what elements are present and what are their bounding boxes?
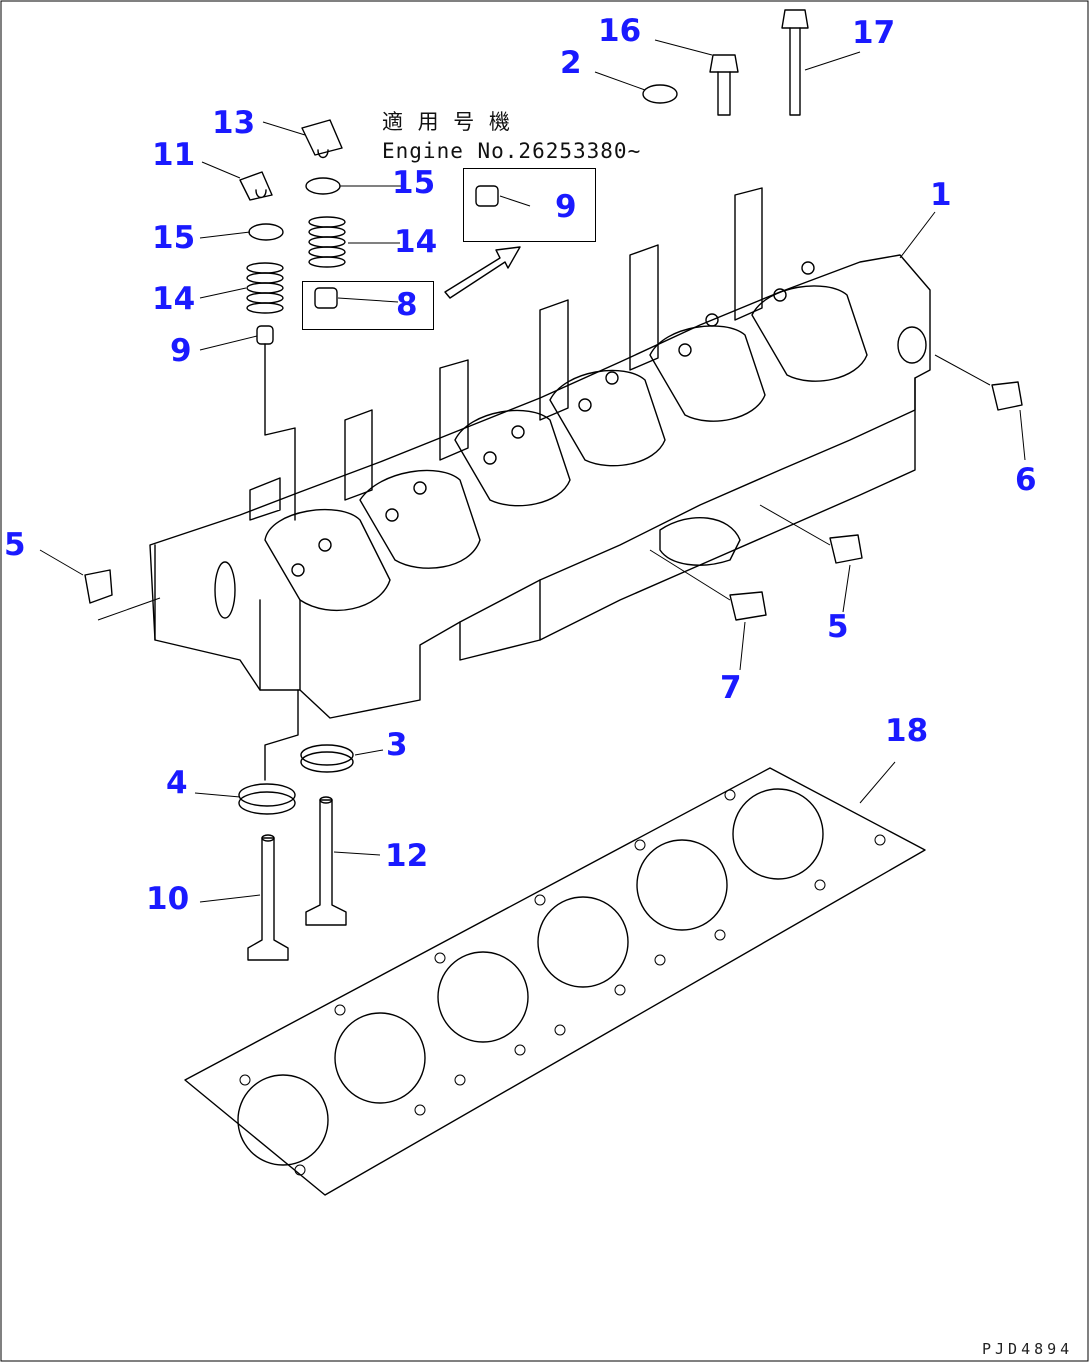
callout-9: 9: [170, 333, 192, 369]
valve-seal-part-8: [314, 287, 338, 309]
plug-part-6: [991, 381, 1023, 411]
exhaust-valve-part-10: [247, 834, 289, 961]
leader-plug-5-left: [97, 597, 161, 621]
leader-plug-7: [649, 549, 731, 601]
cup-plug-part-2: [642, 84, 678, 104]
callout-2: 2: [560, 45, 582, 81]
callout-17: 17: [852, 15, 896, 51]
collet-part-11: [239, 171, 273, 201]
applicability-note-jp: 適 用 号 機: [382, 110, 511, 134]
leader-line-9: [264, 343, 296, 521]
intake-valve-part-12: [305, 796, 347, 926]
callout-11: 11: [152, 137, 196, 173]
retainer-part-15-left: [248, 223, 284, 241]
callout-14-right: 14: [394, 224, 438, 260]
callout-8: 8: [396, 287, 418, 323]
spring-part-14-right: [308, 216, 346, 268]
drawing-code: PJD4894: [982, 1340, 1074, 1358]
plug-part-5-left: [84, 569, 113, 604]
cylinder-head: [149, 187, 931, 719]
callout-1: 1: [930, 177, 952, 213]
bolt-part-16: [709, 54, 739, 116]
callout-7: 7: [720, 670, 742, 706]
spring-part-14-left: [246, 262, 284, 314]
engine-serial-note: Engine No.26253380~: [382, 139, 642, 163]
head-gasket-part-18: [184, 767, 926, 1196]
leader-plug-5-right: [759, 504, 831, 546]
valve-seal-part-9: [256, 325, 274, 345]
valve-seat-part-4: [238, 783, 296, 807]
callout-9-box: 9: [555, 189, 577, 225]
callout-leaders: [39, 39, 1026, 903]
callout-10: 10: [146, 881, 190, 917]
callout-15-right: 15: [392, 165, 436, 201]
callout-14-left: 14: [152, 281, 196, 317]
arrow-icon: [444, 246, 521, 299]
variant-box-part-9: [463, 168, 596, 242]
retainer-part-15-right: [305, 177, 341, 195]
callout-3: 3: [386, 727, 408, 763]
collet-part-13: [301, 119, 343, 159]
valve-seat-part-3: [300, 744, 354, 766]
bolt-part-17: [781, 9, 809, 116]
callout-18: 18: [885, 713, 929, 749]
valve-seal-part-9-box: [475, 185, 499, 207]
callout-16: 16: [598, 13, 642, 49]
callout-4: 4: [166, 765, 188, 801]
callout-12: 12: [385, 838, 429, 874]
callout-5-right: 5: [827, 609, 849, 645]
plug-part-5-right: [829, 534, 863, 564]
callout-13: 13: [212, 105, 256, 141]
callout-6: 6: [1015, 462, 1037, 498]
callout-5-left: 5: [4, 527, 26, 563]
plug-part-7: [729, 591, 767, 621]
leader-plug-6: [934, 354, 991, 386]
callout-15-left: 15: [152, 220, 196, 256]
variant-box-part-8: [302, 281, 434, 330]
leader-line-4: [264, 689, 299, 781]
